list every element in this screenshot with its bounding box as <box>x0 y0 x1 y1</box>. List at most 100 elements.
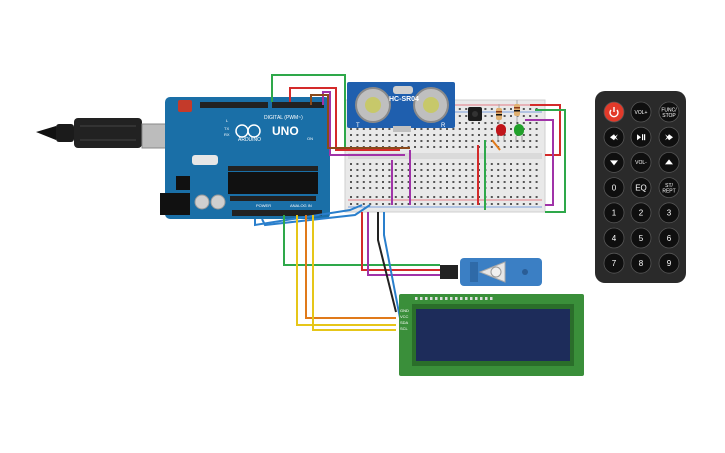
wire-red-servo <box>361 212 440 271</box>
arrow-down-icon <box>610 160 618 166</box>
wire-blue-2 <box>261 204 371 227</box>
resistor-1 <box>496 104 502 124</box>
remote-button-5[interactable]: 5 <box>630 227 652 249</box>
svg-text:R: R <box>441 123 446 129</box>
crystal-oscillator <box>393 86 413 94</box>
digital-header-2 <box>200 102 268 108</box>
remote-button-1[interactable]: 1 <box>603 202 625 224</box>
wire-red-top <box>289 87 400 151</box>
svg-text:GND: GND <box>400 308 409 313</box>
remote-button-label: 5 <box>639 234 644 243</box>
power-analog-header <box>232 210 322 216</box>
remote-button-4[interactable]: 4 <box>603 227 625 249</box>
remote-button-label: EQ <box>635 183 647 192</box>
remote-button-st--rept[interactable]: ST/REPT <box>658 177 680 199</box>
led-green[interactable] <box>514 124 524 142</box>
remote-button-label: 3 <box>667 209 672 218</box>
svg-text:L: L <box>226 118 229 123</box>
remote-button-label: 9 <box>667 259 672 268</box>
remote-button-2[interactable]: 2 <box>630 202 652 224</box>
remote-button-down[interactable] <box>603 151 625 173</box>
svg-text:VCC: VCC <box>400 314 409 319</box>
wire-purple-right <box>525 119 554 206</box>
wire-black-lcd <box>377 212 397 313</box>
reset-button <box>178 100 192 112</box>
remote-button-next[interactable] <box>658 126 680 148</box>
crystal <box>192 155 218 165</box>
remote-button-8[interactable]: 8 <box>630 252 652 274</box>
svg-text:TX: TX <box>224 126 229 131</box>
arduino-brand: ARDUINO <box>238 137 261 143</box>
remote-button-6[interactable]: 6 <box>658 227 680 249</box>
wire-green-right <box>535 109 566 213</box>
arduino-uno-board[interactable]: DIGITAL (PWM~) UNO ARDUINO L TX RX ON PO… <box>160 97 330 219</box>
ir-remote[interactable]: VOL+ FUNC/STOP VOL- 0 EQ ST/REPT 1 2 3 4 5 6 7 8 9 <box>595 91 686 283</box>
wire-purple-top <box>322 91 405 156</box>
svg-text:RX: RX <box>224 132 230 137</box>
skip-forward-icon <box>665 134 673 141</box>
wire-orange-lcd <box>305 215 396 319</box>
remote-button-eq[interactable]: EQ <box>630 177 652 199</box>
remote-button-label: VOL+ <box>635 110 648 116</box>
remote-buttons: VOL+ FUNC/STOP VOL- 0 EQ ST/REPT 1 2 3 4 5 6 7 8 9 <box>603 101 680 274</box>
wire-brown-top <box>310 94 410 149</box>
remote-button-label: STOP <box>662 113 676 119</box>
remote-button-9[interactable]: 9 <box>658 252 680 274</box>
svg-text:POWER: POWER <box>256 203 271 208</box>
skip-back-icon <box>610 134 618 141</box>
wire-yellow-lcd-2 <box>312 215 396 331</box>
sensor-pins <box>393 126 411 132</box>
usb-cable <box>36 118 169 149</box>
remote-button-label: VOL- <box>635 160 647 166</box>
lcd-header-pins <box>415 297 493 300</box>
wires <box>254 74 566 331</box>
servo-motor[interactable] <box>440 258 542 286</box>
remote-button-func--stop[interactable]: FUNC/STOP <box>658 101 680 123</box>
remote-button-label: 6 <box>667 234 672 243</box>
remote-button-label: FUNC/ <box>661 108 677 114</box>
remote-button-label: 1 <box>612 209 617 218</box>
arrow-up-icon <box>665 159 673 165</box>
svg-text:T: T <box>356 123 360 129</box>
svg-text:SDA: SDA <box>400 320 409 325</box>
power-jack <box>160 193 190 215</box>
remote-button-label: 7 <box>612 259 617 268</box>
remote-button-play-pause[interactable] <box>630 126 652 148</box>
uno-logo: UNO <box>272 124 299 138</box>
remote-button-label: REPT <box>662 189 675 195</box>
led-red[interactable] <box>496 124 506 142</box>
capacitor-2 <box>210 194 226 210</box>
remote-button-label: 8 <box>639 259 644 268</box>
ir-receiver[interactable] <box>468 107 482 121</box>
remote-button-vol+[interactable]: VOL+ <box>630 101 652 123</box>
digital-header <box>272 102 324 108</box>
remote-button-0[interactable]: 0 <box>603 177 625 199</box>
power-icon <box>609 107 619 118</box>
remote-button-vol-[interactable]: VOL- <box>630 151 652 173</box>
remote-button-up[interactable] <box>658 151 680 173</box>
wire-orange-short <box>491 139 501 151</box>
remote-button-3[interactable]: 3 <box>658 202 680 224</box>
sensor-model: HC-SR04 <box>389 96 419 103</box>
resistor-2 <box>514 100 520 122</box>
remote-button-power[interactable] <box>603 101 625 123</box>
regulator <box>176 176 190 190</box>
wire-yellow-lcd <box>296 215 396 326</box>
atmega-chip <box>228 172 318 194</box>
lcd-screen <box>416 309 570 361</box>
wire-green-servo <box>283 215 440 266</box>
remote-button-label: 4 <box>612 234 617 243</box>
remote-button-prev[interactable] <box>603 126 625 148</box>
lcd-display[interactable]: GND VCC SDA SCL <box>399 294 584 376</box>
svg-text:ANALOG IN: ANALOG IN <box>290 203 312 208</box>
wire-blue-1 <box>254 204 363 227</box>
remote-button-label: 2 <box>639 209 644 218</box>
remote-button-7[interactable]: 7 <box>603 252 625 274</box>
servo-connector <box>440 265 458 279</box>
remote-button-label: 0 <box>612 183 617 192</box>
svg-text:SCL: SCL <box>400 326 409 331</box>
remote-button-label: ST/ <box>665 183 673 189</box>
wire-purple-servo <box>367 212 440 276</box>
hc-sr04-sensor[interactable]: HC-SR04 T R <box>347 82 455 132</box>
